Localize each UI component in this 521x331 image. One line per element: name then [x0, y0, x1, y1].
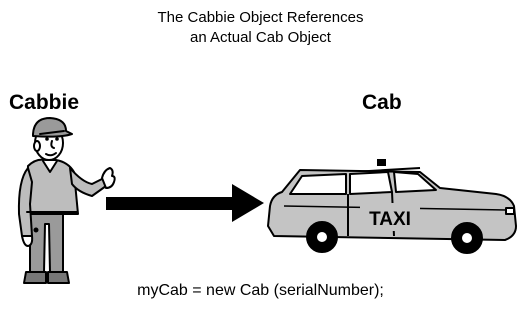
cab-label: Cab: [362, 91, 402, 114]
taxi-sign-panel: [360, 203, 420, 231]
cab-roof-light: [377, 159, 386, 166]
cabbie-right-hand: [101, 167, 116, 189]
cab-middle-window: [349, 171, 393, 195]
title-line-1: The Cabbie Object References: [157, 9, 364, 26]
arrow-head: [232, 184, 264, 222]
title-line-2: an Actual Cab Object: [190, 29, 331, 46]
cabbie-cap: [32, 117, 73, 138]
code-line: myCab = new Cab (serialNumber);: [137, 282, 384, 299]
cabbie-collar: [42, 160, 58, 173]
cabbie-ear: [33, 140, 41, 152]
cab-front-window: [393, 171, 437, 193]
cabbie-left-arm: [17, 167, 33, 237]
taxi-sign-text: TAXI: [369, 209, 411, 230]
cabbie-legs: [29, 213, 64, 273]
cab-figure: [267, 159, 517, 254]
cabbie-left-hand: [21, 235, 34, 247]
arrow-shaft: [106, 197, 236, 210]
reference-arrow: [106, 184, 264, 222]
cab-rear-window: [289, 173, 347, 195]
cabbie-shoes: [23, 271, 70, 284]
diagram-title: The Cabbie Object References an Actual C…: [0, 8, 521, 48]
cabbie-figure: [17, 117, 116, 284]
cabbie-label: Cabbie: [9, 91, 80, 114]
